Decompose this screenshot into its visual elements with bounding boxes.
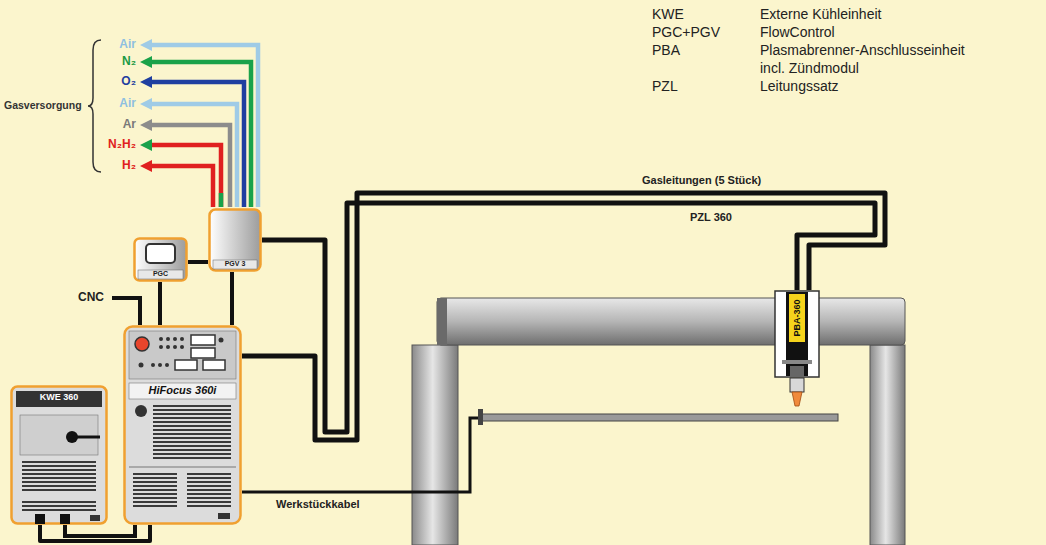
cooling-unit-shape: [10, 385, 108, 525]
hose-connector: [40, 525, 150, 541]
coolant-hose: [65, 525, 135, 536]
gas-lines: [150, 45, 258, 207]
abbreviation: KWE: [652, 6, 684, 24]
gas-label: H₂: [70, 158, 136, 173]
hose-connector: [242, 193, 885, 440]
edge-label: PZL 360: [688, 211, 734, 225]
device-label: KWE 360: [16, 392, 102, 403]
gas-label: N₂: [70, 54, 136, 69]
device-label: HiFocus 360i: [131, 384, 234, 397]
pgv-unit: PGV 3: [208, 208, 262, 272]
brace: [88, 40, 101, 172]
gantry: [412, 298, 905, 545]
edge-label: Gasleitungen (5 Stück): [640, 174, 763, 188]
hose-connector: [158, 282, 162, 325]
gas-label: Air: [70, 37, 136, 52]
gas-arrows: [140, 39, 152, 172]
device-label: PGC: [138, 270, 183, 278]
gas-label: Air: [70, 96, 136, 111]
cable-label: Werkstückkabel: [276, 498, 360, 512]
workpiece: [478, 409, 838, 425]
cnc-line: [112, 298, 140, 325]
hose-connector: [188, 260, 208, 264]
abbreviation: PZL: [652, 78, 678, 96]
abbreviation-text: Leitungssatz: [760, 78, 990, 96]
gas-label: N₂H₂: [70, 137, 136, 152]
abbreviation-text: FlowControl: [760, 24, 990, 42]
device-label: PGV 3: [213, 260, 257, 268]
power-source: HiFocus 360i: [123, 325, 242, 525]
power-source-shape: [123, 325, 242, 525]
cooling-unit: KWE 360: [10, 385, 108, 525]
workpiece-cable: [242, 418, 478, 492]
group-label: Gasversorgung: [4, 99, 82, 112]
hose-connector: [262, 203, 875, 432]
gas-label: O₂: [70, 74, 136, 89]
torch-nozzle: [790, 378, 804, 406]
abbreviation-text: Plasmabrenner-Anschlusseinheit incl. Zün…: [760, 42, 978, 77]
gas-label: Ar: [70, 117, 136, 132]
torch-unit: PBA-360: [774, 290, 820, 378]
abbreviation: PBA: [652, 42, 680, 60]
signal-label: CNC: [78, 290, 104, 305]
abbreviation: PGC+PGV: [652, 24, 720, 42]
device-label: PBA-360: [792, 299, 803, 336]
hose-connector: [230, 272, 234, 325]
abbreviation-text: Externe Kühleinheit: [760, 6, 990, 24]
pgc-unit: PGC: [133, 237, 188, 282]
